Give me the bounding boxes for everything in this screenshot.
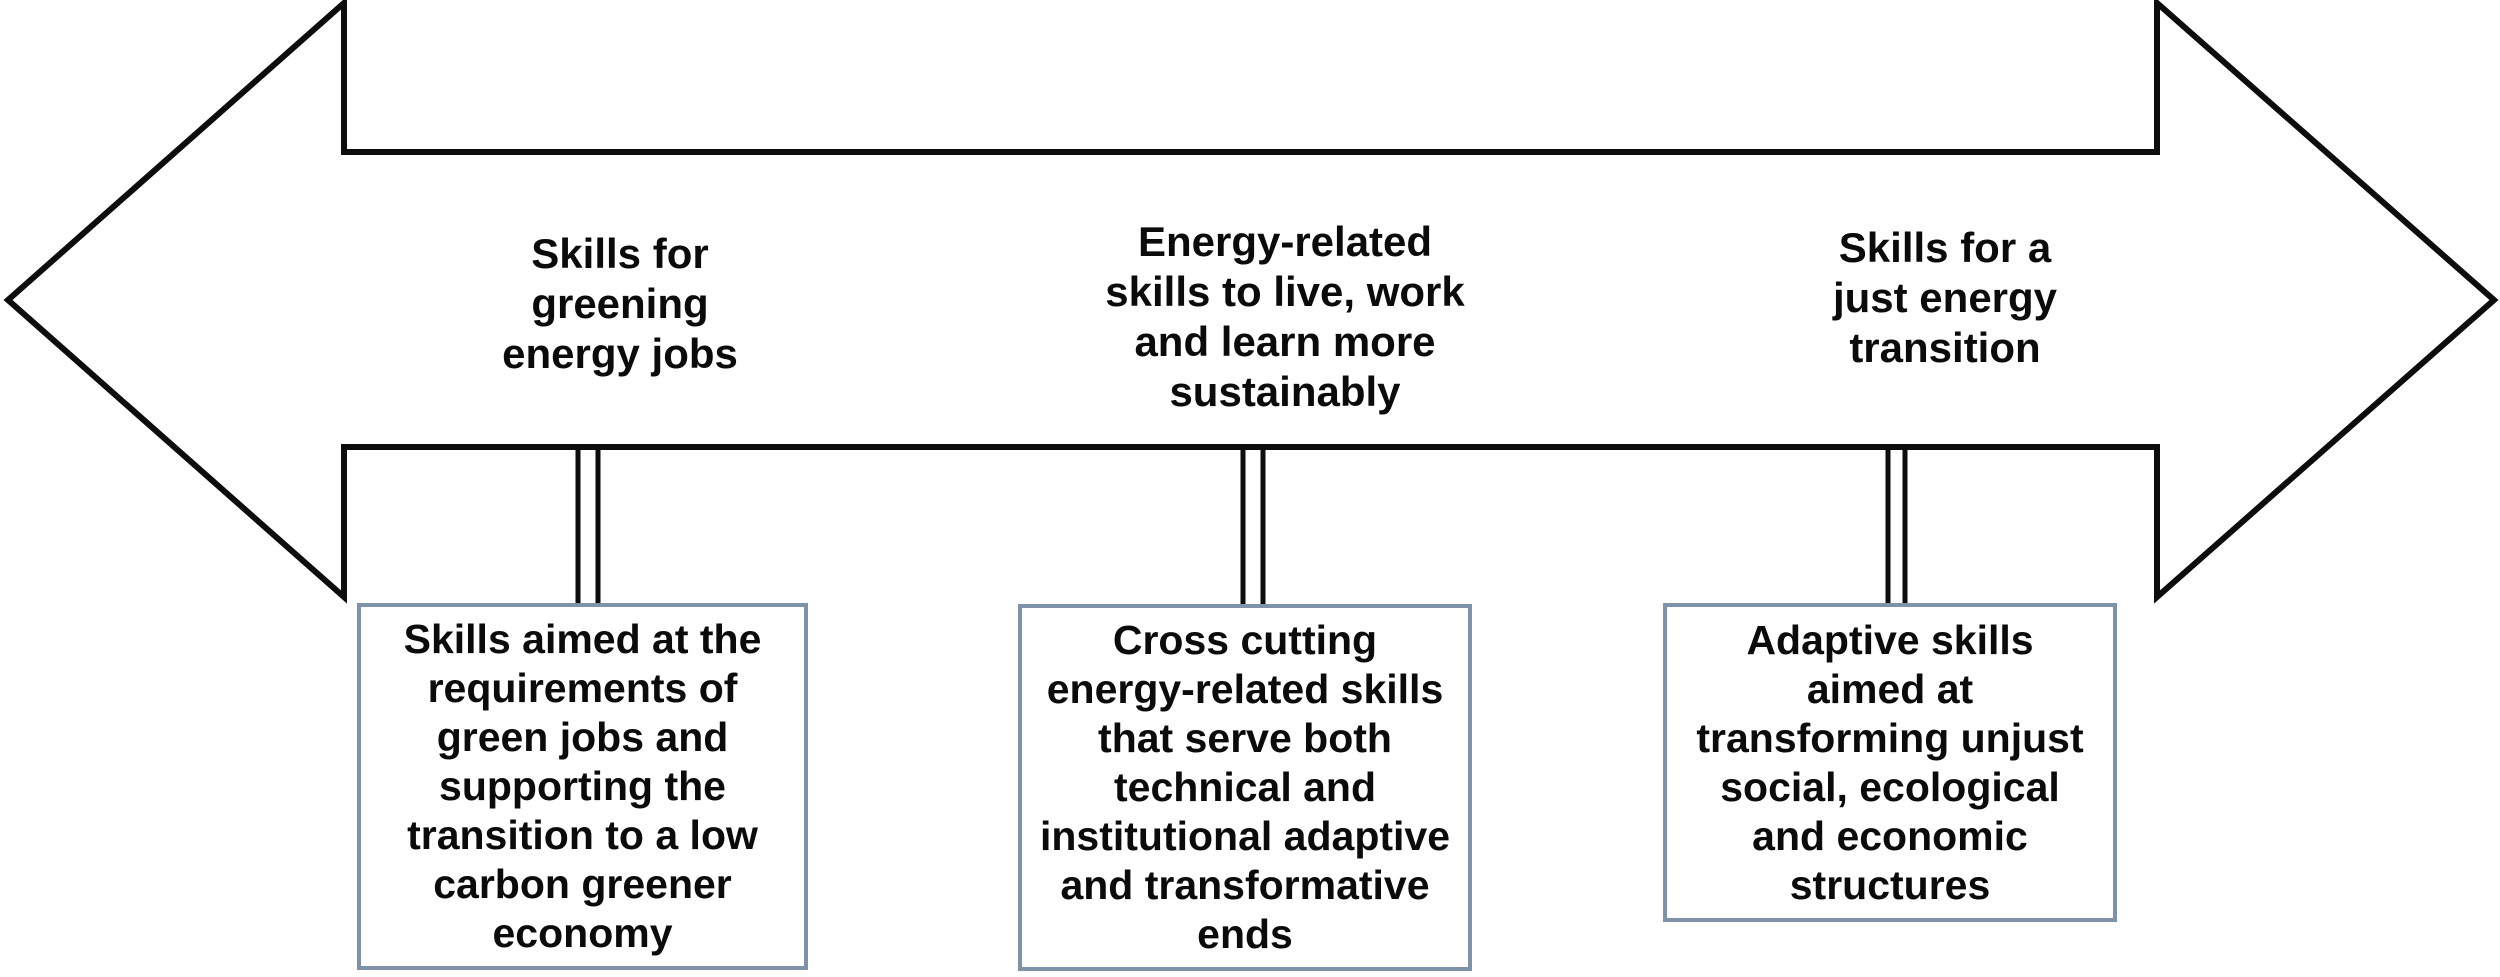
- box-cross-cutting-description: Cross cutting energy-related skills that…: [1018, 604, 1472, 971]
- arrow-label-skills-greening-energy-jobs: Skills for greening energy jobs: [502, 230, 738, 377]
- box-greening-jobs-description: Skills aimed at the requirements of gree…: [357, 603, 808, 970]
- arrow-label-energy-related-skills: Energy-related skills to live, work and …: [1105, 218, 1465, 415]
- box-adaptive-skills-description: Adaptive skills aimed at transforming un…: [1663, 603, 2117, 922]
- arrow-label-skills-just-energy-transition: Skills for a just energy transition: [1832, 224, 2058, 371]
- box-cross-cutting-text: Cross cutting energy-related skills that…: [1039, 617, 1451, 957]
- double-arrow-shape: [3, 0, 2499, 604]
- box-greening-jobs-text: Skills aimed at the requirements of gree…: [403, 616, 762, 956]
- box-adaptive-skills-text: Adaptive skills aimed at transforming un…: [1696, 616, 2084, 908]
